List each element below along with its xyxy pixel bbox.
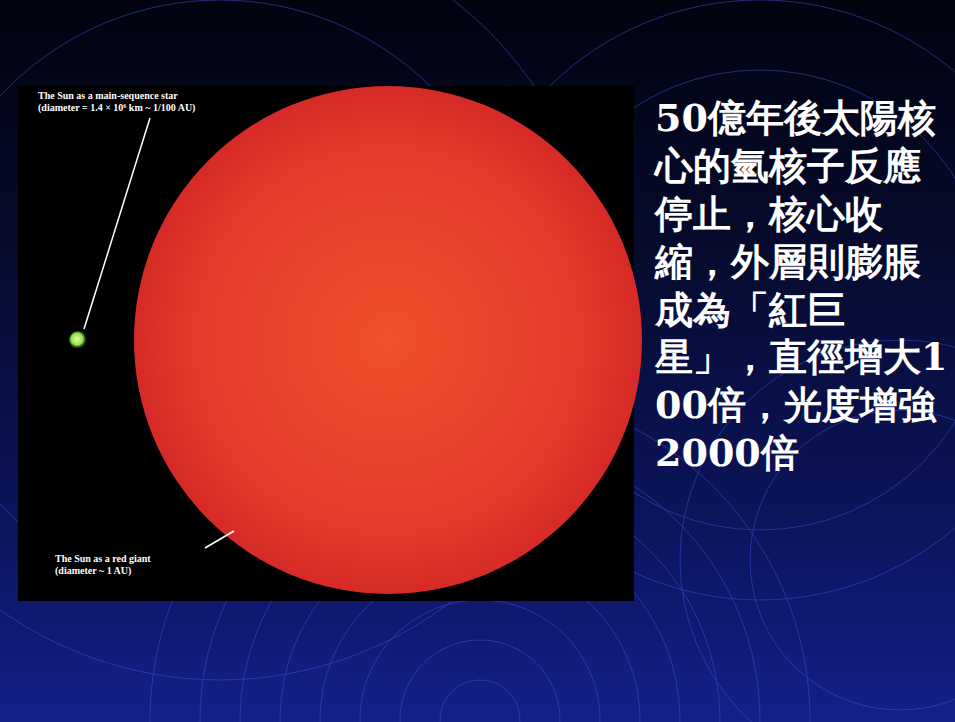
diameter-label: (diameter ~ 1 AU) xyxy=(55,565,131,577)
star-label: The Sun as a red giant xyxy=(55,553,151,565)
slide-text: 50億年後太陽核心的氫核子反應停止，核心收縮，外層則膨脹成為「紅巨星」，直徑增大… xyxy=(655,94,955,477)
star-label: The Sun as a main-sequence star xyxy=(38,90,178,102)
diameter-label: (diameter = 1.4 × 10⁶ km ~ 1/100 AU) xyxy=(38,102,195,114)
